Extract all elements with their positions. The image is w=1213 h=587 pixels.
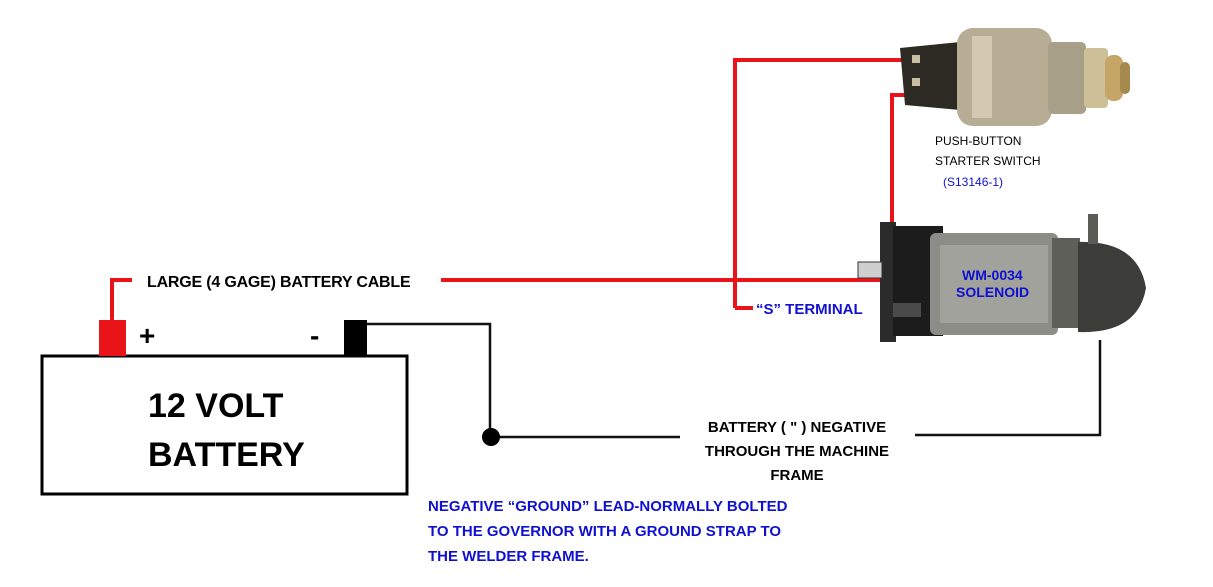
solenoid-label: WM-0034 SOLENOID: [956, 267, 1029, 300]
negative-path-line1: BATTERY ( " ) NEGATIVE: [708, 419, 886, 436]
ground-junction-dot: [482, 428, 500, 446]
ground-note-line2: TO THE GOVERNOR WITH A GROUND STRAP TO: [428, 523, 781, 540]
frame-return-wire: [915, 340, 1102, 437]
battery-body: [40, 354, 409, 496]
ground-note-line1: NEGATIVE “GROUND” LEAD-NORMALLY BOLTED: [428, 498, 788, 515]
positive-terminal: [99, 320, 126, 356]
negative-symbol: -: [310, 320, 319, 351]
switch-part-number: (S13146-1): [943, 175, 1003, 189]
positive-symbol: +: [139, 320, 155, 351]
starter-switch-label: PUSH-BUTTON STARTER SWITCH (S13146-1): [935, 134, 1041, 189]
solenoid-label-line2: SOLENOID: [956, 284, 1029, 300]
negative-path-line2: THROUGH THE MACHINE: [705, 443, 889, 460]
solenoid-label-line1: WM-0034: [962, 267, 1023, 283]
positive-wires: [110, 58, 960, 320]
negative-path-label: BATTERY ( " ) NEGATIVE THROUGH THE MACHI…: [705, 419, 889, 484]
battery: + - 12 VOLT BATTERY: [40, 320, 409, 496]
switch-label-line1: PUSH-BUTTON: [935, 134, 1021, 148]
ground-note-line3: THE WELDER FRAME.: [428, 548, 589, 565]
negative-battery-wire: [367, 322, 492, 437]
battery-cable-wire: [110, 278, 132, 320]
negative-terminal: [344, 320, 367, 356]
switch-label-line2: STARTER SWITCH: [935, 154, 1041, 168]
negative-wires: [367, 322, 1102, 439]
battery-label-line1: 12 VOLT: [148, 387, 284, 425]
push-button-switch-image: [900, 28, 1130, 126]
switch-wire-a: [733, 58, 905, 308]
negative-path-line3: FRAME: [770, 467, 823, 484]
s-terminal-label: “S” TERMINAL: [756, 301, 863, 318]
battery-cable-label: LARGE (4 GAGE) BATTERY CABLE: [147, 274, 411, 291]
battery-label-line2: BATTERY: [148, 436, 305, 474]
starter-motor-image: [857, 214, 1146, 342]
ground-note: NEGATIVE “GROUND” LEAD-NORMALLY BOLTED T…: [428, 498, 788, 565]
